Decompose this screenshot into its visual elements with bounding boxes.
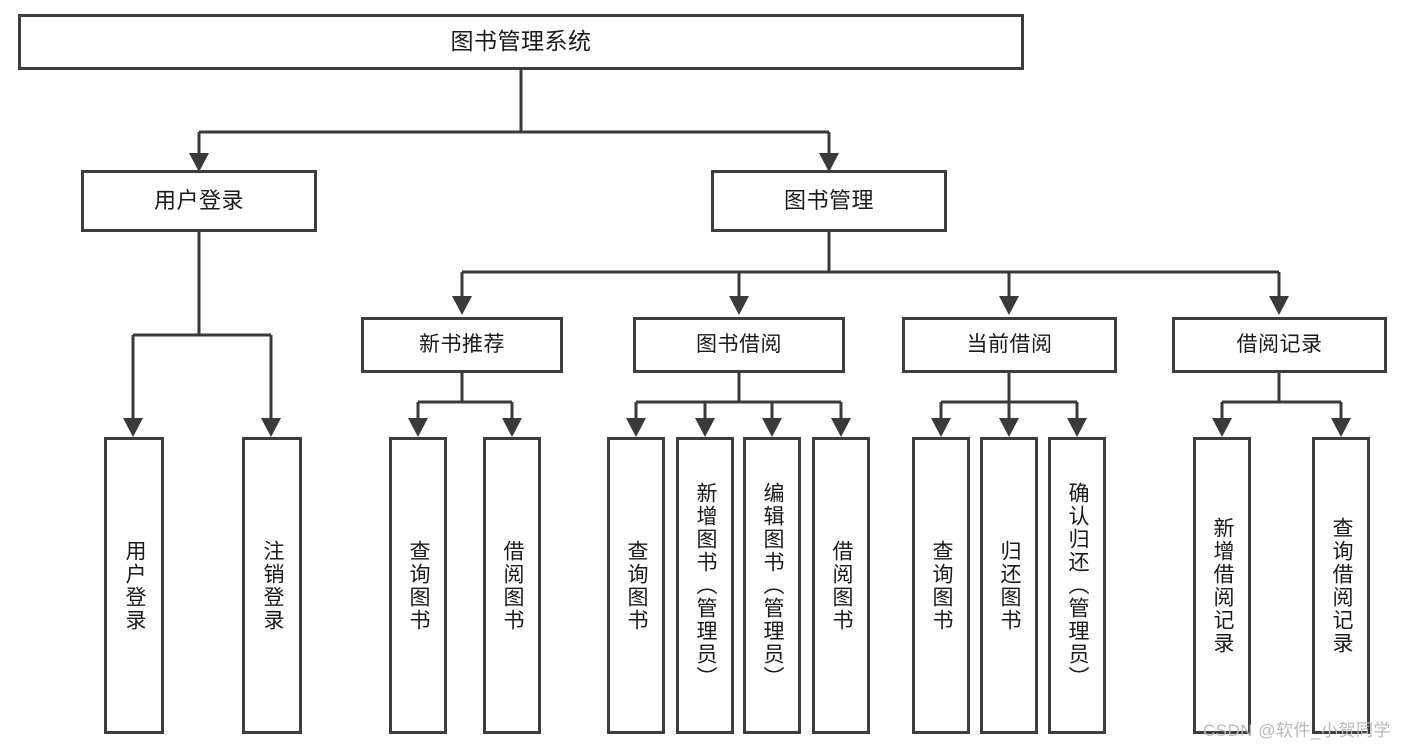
node-root-label: 图书管理系统: [450, 28, 592, 55]
arrowhead-leaf-logout: [261, 418, 281, 437]
node-borrow-record[interactable]: 借阅记录: [1172, 317, 1387, 373]
node-leaf-borrow-book-2[interactable]: 借阅图书: [812, 437, 870, 734]
arrowhead-leaf-return-book: [999, 418, 1019, 437]
arrowhead-leaf-query-book-3: [931, 418, 951, 437]
arrowhead-leaf-query-record: [1331, 418, 1351, 437]
node-leaf-add-record[interactable]: 新增借阅记录: [1193, 437, 1251, 734]
arrowhead-leaf-query-book-2: [626, 418, 646, 437]
arrowhead-leaf-borrow-book-1: [502, 418, 522, 437]
node-borrow-record-label: 借阅记录: [1236, 332, 1323, 356]
node-leaf-borrow-book-1-label: 借阅图书: [501, 539, 525, 632]
node-leaf-add-record-label: 新增借阅记录: [1211, 516, 1235, 655]
node-leaf-user-login[interactable]: 用户登录: [104, 437, 164, 734]
node-current-borrow-label: 当前借阅: [966, 332, 1053, 356]
arrowhead-leaf-borrow-book-2: [831, 418, 851, 437]
arrowhead-new-book-recommend: [452, 296, 472, 315]
node-new-book-recommend-label: 新书推荐: [419, 332, 505, 356]
node-book-manage-label: 图书管理: [783, 188, 874, 214]
arrowhead-leaf-add-record: [1212, 418, 1232, 437]
node-leaf-query-book-2-label: 查询图书: [625, 539, 649, 632]
node-leaf-query-book-1[interactable]: 查询图书: [389, 437, 447, 734]
watermark: CSDN @软件_小贺同学: [1202, 721, 1391, 740]
node-root[interactable]: 图书管理系统: [18, 14, 1024, 70]
node-leaf-query-book-3-label: 查询图书: [930, 539, 954, 632]
node-leaf-query-record-label: 查询借阅记录: [1330, 516, 1354, 655]
node-new-book-recommend[interactable]: 新书推荐: [361, 317, 563, 373]
arrowhead-leaf-add-book: [695, 418, 715, 437]
arrowhead-leaf-query-book-1: [408, 418, 428, 437]
node-book-manage[interactable]: 图书管理: [711, 170, 947, 232]
node-leaf-edit-book-label: 编辑图书（管理员）: [761, 482, 785, 689]
node-leaf-query-book-3[interactable]: 查询图书: [912, 437, 970, 734]
node-user-login[interactable]: 用户登录: [81, 170, 317, 232]
node-leaf-return-book[interactable]: 归还图书: [980, 437, 1038, 734]
node-current-borrow[interactable]: 当前借阅: [902, 317, 1117, 373]
node-leaf-user-login-label: 用户登录: [123, 539, 147, 632]
node-leaf-confirm-return-label: 确认归还（管理员）: [1066, 482, 1090, 689]
arrowhead-book-borrow: [729, 296, 749, 315]
node-user-login-label: 用户登录: [153, 188, 244, 214]
node-leaf-borrow-book-2-label: 借阅图书: [830, 539, 854, 632]
arrowhead-borrow-record: [1269, 296, 1289, 315]
node-leaf-borrow-book-1[interactable]: 借阅图书: [483, 437, 541, 734]
node-leaf-add-book-label: 新增图书（管理员）: [694, 482, 718, 689]
node-leaf-confirm-return[interactable]: 确认归还（管理员）: [1048, 437, 1106, 734]
node-leaf-logout[interactable]: 注销登录: [242, 437, 302, 734]
node-leaf-query-record[interactable]: 查询借阅记录: [1312, 437, 1370, 734]
node-leaf-query-book-1-label: 查询图书: [407, 539, 431, 632]
arrowhead-leaf-confirm-return: [1067, 418, 1087, 437]
node-book-borrow[interactable]: 图书借阅: [633, 317, 845, 373]
node-leaf-edit-book[interactable]: 编辑图书（管理员）: [743, 437, 801, 734]
node-leaf-return-book-label: 归还图书: [998, 539, 1022, 632]
node-leaf-logout-label: 注销登录: [261, 539, 285, 632]
node-book-borrow-label: 图书借阅: [696, 332, 782, 356]
node-leaf-add-book[interactable]: 新增图书（管理员）: [676, 437, 734, 734]
arrowhead-leaf-user-login: [123, 418, 143, 437]
arrowhead-leaf-edit-book: [762, 418, 782, 437]
node-leaf-query-book-2[interactable]: 查询图书: [607, 437, 665, 734]
arrowhead-current-borrow: [999, 296, 1019, 315]
